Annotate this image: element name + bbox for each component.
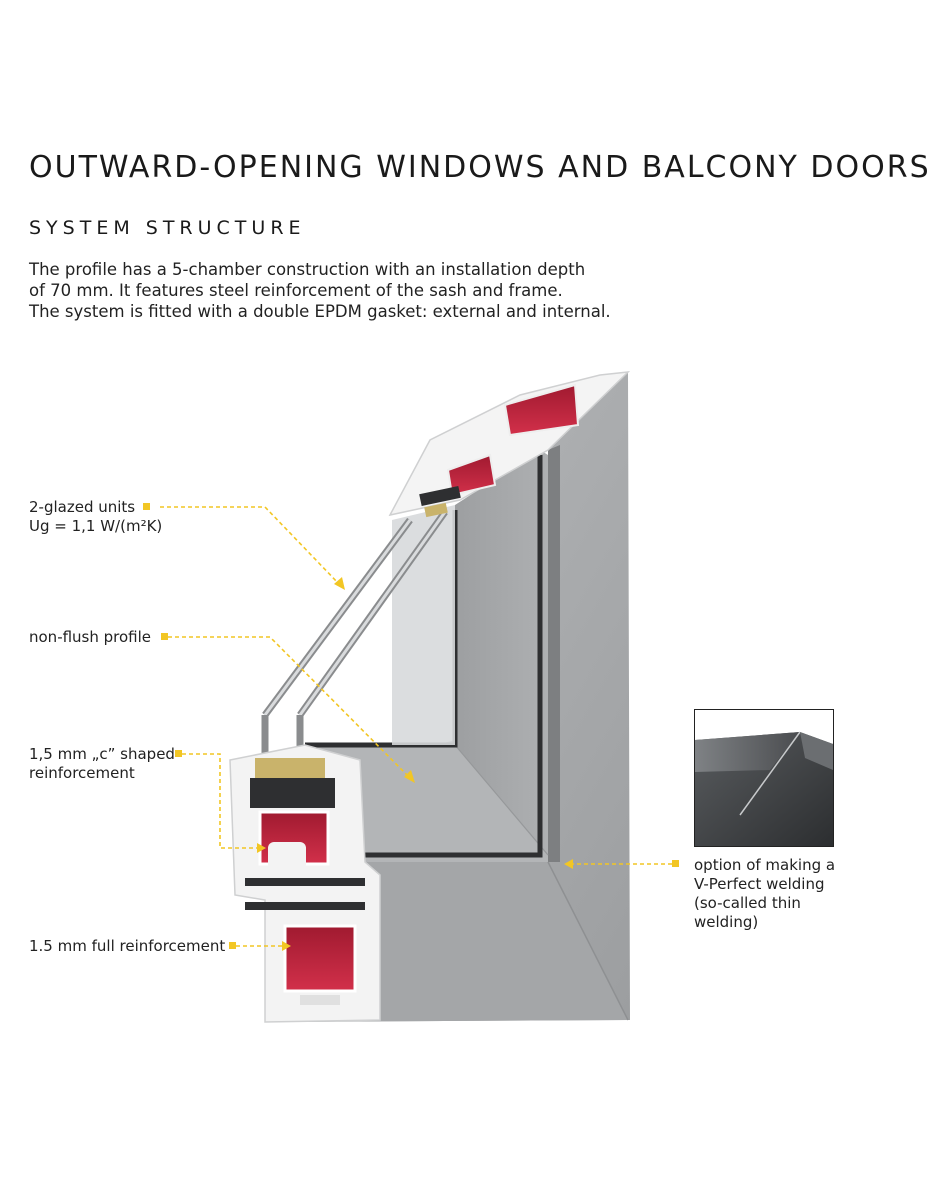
callout-welding-line: V-Perfect welding bbox=[694, 875, 825, 893]
callout-welding-line: option of making a bbox=[694, 856, 836, 874]
marker-square bbox=[229, 942, 236, 949]
callout-full-reinforcement: 1.5 mm full reinforcement bbox=[29, 937, 225, 956]
description-line: The system is fitted with a double EPDM … bbox=[29, 302, 611, 321]
callout-markers bbox=[143, 503, 679, 951]
arrow-head bbox=[564, 859, 573, 869]
marker-square bbox=[175, 750, 182, 757]
callout-c-reinforcement-line: 1,5 mm „c” shaped bbox=[29, 745, 175, 763]
callout-welding: option of making a V-Perfect welding (so… bbox=[694, 856, 835, 932]
description-line: of 70 mm. It features steel reinforcemen… bbox=[29, 281, 563, 300]
callout-glazing: 2-glazed units Ug = 1,1 W/(m²K) bbox=[29, 498, 162, 536]
callout-c-reinforcement-line: reinforcement bbox=[29, 764, 135, 782]
callout-welding-line: welding) bbox=[694, 913, 759, 931]
callout-glazing-line: 2-glazed units bbox=[29, 498, 136, 516]
marker-square bbox=[143, 503, 150, 510]
section-subtitle: SYSTEM STRUCTURE bbox=[29, 217, 306, 239]
bottom-profile-section bbox=[229, 744, 381, 1023]
welding-closeup-image bbox=[694, 709, 834, 847]
callout-c-reinforcement: 1,5 mm „c” shaped reinforcement bbox=[29, 745, 175, 783]
leader-c-reinforcement bbox=[182, 753, 260, 849]
top-profile-section bbox=[388, 371, 631, 518]
callout-glazing-line: Ug = 1,1 W/(m²K) bbox=[29, 517, 163, 535]
marker-square bbox=[672, 860, 679, 867]
page-title: OUTWARD-OPENING WINDOWS AND BALCONY DOOR… bbox=[29, 150, 931, 185]
marker-square bbox=[161, 633, 168, 640]
description-line: The profile has a 5-chamber construction… bbox=[29, 260, 586, 279]
callout-leaders bbox=[160, 506, 672, 947]
leader-glazing bbox=[160, 506, 341, 586]
callout-full-reinforcement-line: 1.5 mm full reinforcement bbox=[29, 937, 226, 955]
arrow-head bbox=[404, 770, 415, 783]
description: The profile has a 5-chamber construction… bbox=[29, 259, 611, 322]
callout-welding-line: (so-called thin bbox=[694, 894, 801, 912]
sash bbox=[305, 450, 549, 862]
arrow-head bbox=[282, 941, 291, 951]
leader-profile bbox=[168, 636, 411, 779]
arrow-head bbox=[334, 577, 345, 590]
arrow-head bbox=[257, 843, 266, 853]
welding-closeup-illustration bbox=[695, 710, 833, 846]
callout-profile: non-flush profile bbox=[29, 628, 151, 647]
glass-panes bbox=[261, 505, 455, 760]
callout-profile-line: non-flush profile bbox=[29, 628, 152, 646]
